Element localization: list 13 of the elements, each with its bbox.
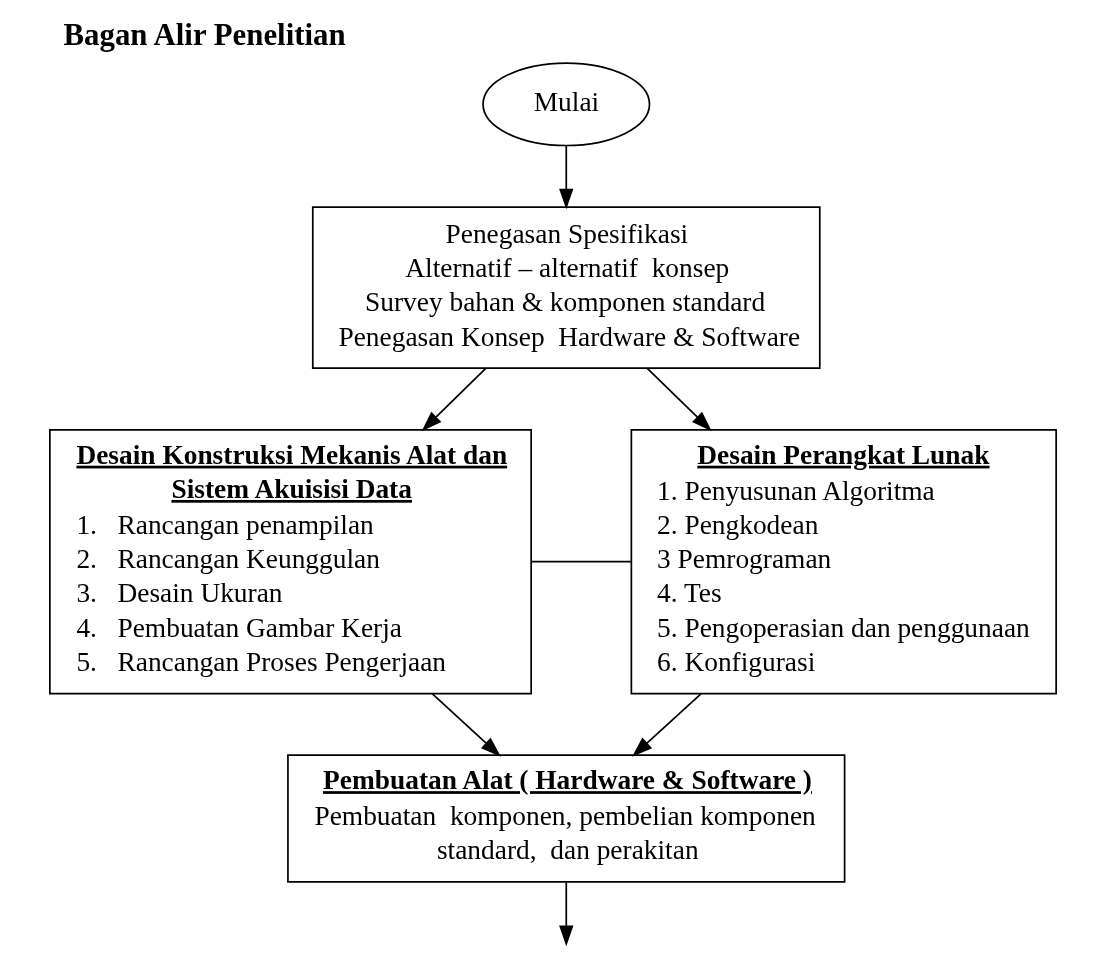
diagram-title: Bagan Alir Penelitian [63,17,346,52]
node-box: Penegasan Spesifikasi Alternatif – alternatif konsep Survey bahan & komponen standard Penegasan Konsep Hardware & Software [311,206,821,369]
node-box: Pembuatan Alat ( Hardware & Software ) Pembuatan komponen, pembelian komponen standard, dan perakitan [286,754,845,883]
arrow [431,693,501,757]
arrow [558,144,573,210]
arrow [645,367,712,432]
arrow [558,881,573,947]
node-box: Desain Perangkat Lunak 1. Penyusunan Algoritma 2. Pengkodean 3 Pemrograman 4. Tes 5. Pengoperasian dan penggunaan 6. Konfigurasi [630,428,1057,695]
connector [530,560,632,563]
arrow [421,367,487,432]
node-box: Desain Konstruksi Mekanis Alat dan Sistem Akuisisi Data 1. Rancangan penampilan 2. Rancangan Keunggulan 3. Desain Ukuran 4. Pembuatan Gambar Kerja 5. Rancangan Proses Pengerjaan [48,428,532,695]
arrow [631,693,702,757]
node-ellipse: Mulai [481,62,650,147]
